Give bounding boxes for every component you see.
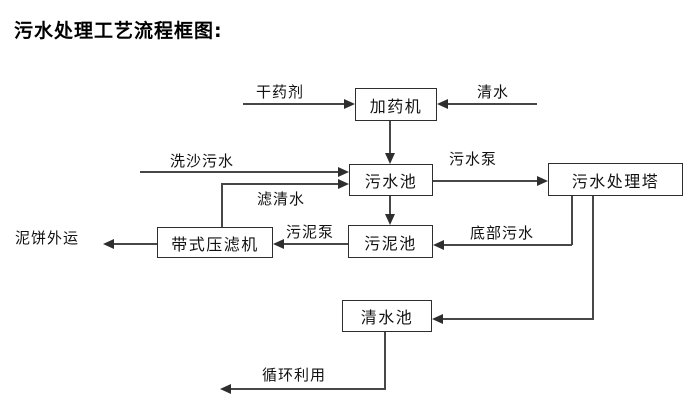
diagram-title: 污水处理工艺流程框图: — [14, 20, 223, 42]
arrowhead-clean-water-icon — [437, 99, 448, 109]
arrowhead-bottom-sewage-icon — [433, 240, 444, 250]
arrowhead-filtered-water-icon — [338, 179, 349, 189]
arrowhead-mud-cake-icon — [103, 239, 114, 249]
line-tower-to-clean — [443, 318, 594, 320]
arrowhead-sludge-pump-icon — [273, 239, 284, 249]
edge-label-mud-cake-out: 泥饼外运 — [15, 229, 80, 247]
line-sludge-pump — [284, 243, 348, 245]
node-treatment-tower: 污水处理塔 — [548, 163, 683, 196]
line-dry-agent — [243, 103, 344, 105]
arrowhead-sewage-pump-icon — [537, 176, 548, 186]
line-filter-press-riser — [221, 183, 223, 227]
arrowhead-sewage-to-sludge-icon — [385, 214, 395, 225]
edge-label-sand-washing-sewage: 洗沙污水 — [170, 152, 235, 170]
line-mud-cake-out — [114, 243, 157, 245]
line-sand-washing-sewage — [140, 171, 338, 173]
line-bottom-sewage — [444, 244, 572, 246]
line-sewage-pump — [433, 180, 537, 182]
arrowhead-recycle-use-icon — [220, 384, 231, 394]
node-clean-water-pool: 清水池 — [342, 300, 432, 332]
line-dosing-to-sewage — [389, 121, 391, 154]
arrowhead-dry-agent-icon — [344, 99, 355, 109]
node-sludge-pool: 污泥池 — [348, 225, 433, 258]
line-filtered-water — [221, 183, 338, 185]
node-belt-filter-press: 带式压滤机 — [157, 227, 273, 258]
edge-label-clean-water: 清水 — [477, 83, 510, 101]
edge-label-sludge-pump: 污泥泵 — [286, 223, 335, 241]
line-clean-pool-drop — [384, 332, 386, 389]
line-clean-water — [448, 103, 537, 105]
arrowhead-tower-to-clean-icon — [432, 314, 443, 324]
line-tower-to-clean-drop — [592, 196, 594, 319]
edge-label-dry-agent: 干药剂 — [256, 83, 305, 101]
line-tower-bottom-drop — [571, 196, 573, 245]
line-sewage-to-sludge — [389, 196, 391, 215]
edge-label-recycle-use: 循环利用 — [262, 366, 327, 384]
line-recycle-use — [231, 388, 386, 390]
edge-label-filtered-water: 滤清水 — [257, 190, 306, 208]
arrowhead-dosing-to-sewage-icon — [385, 153, 395, 164]
arrowhead-sand-washing-icon — [338, 167, 349, 177]
node-dosing-machine: 加药机 — [355, 88, 437, 121]
edge-label-sewage-pump: 污水泵 — [449, 150, 498, 168]
edge-label-bottom-sewage: 底部污水 — [470, 224, 535, 242]
node-sewage-pool: 污水池 — [349, 164, 433, 196]
